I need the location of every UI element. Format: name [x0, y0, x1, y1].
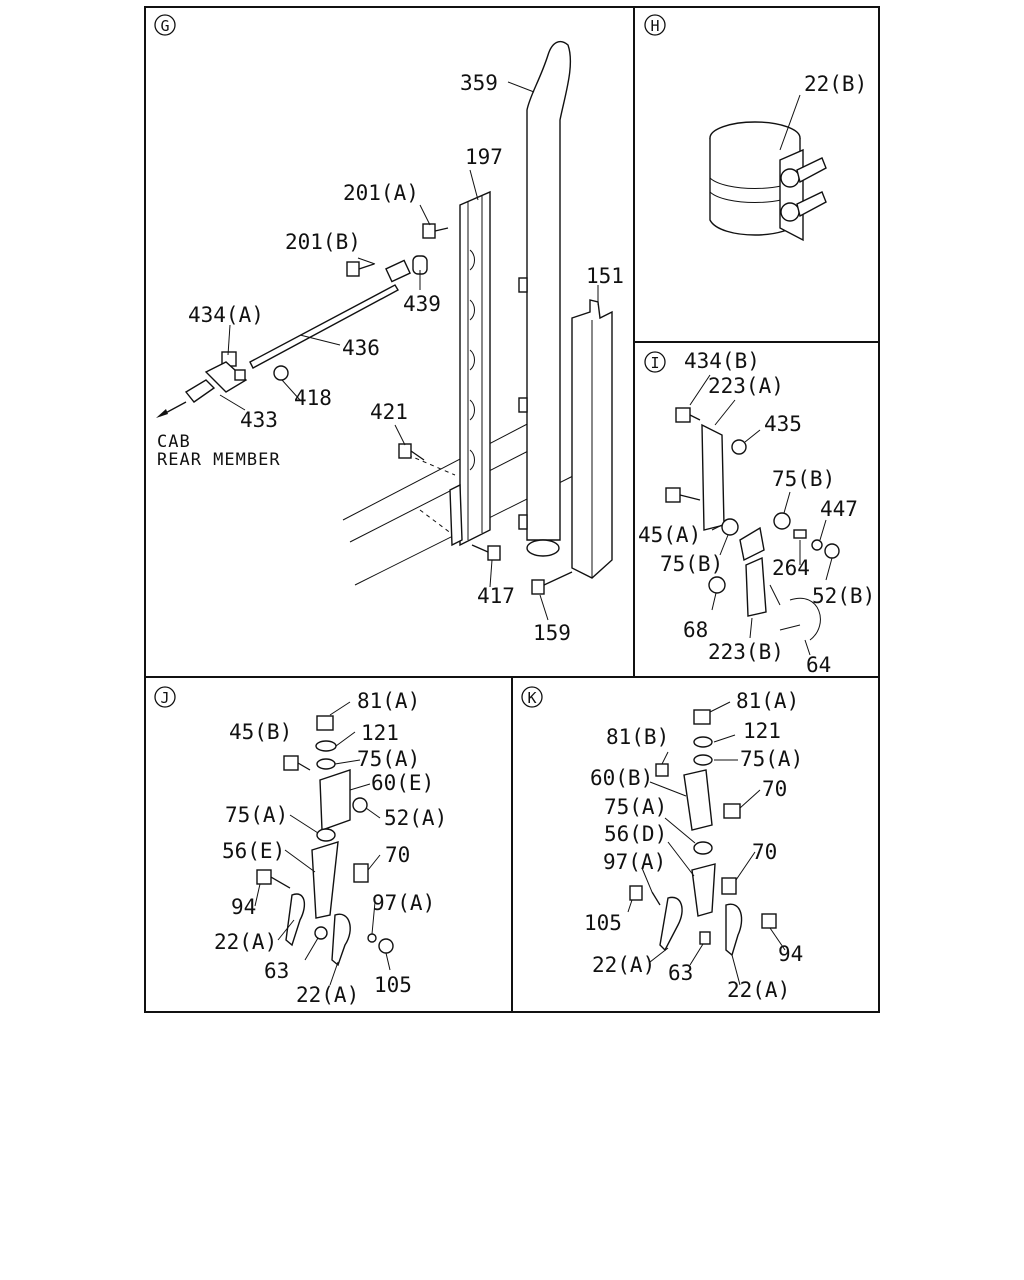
label-g-433: 433: [240, 408, 278, 432]
label-g-201a: 201(A): [343, 181, 419, 205]
panel-frames: [144, 6, 880, 1013]
label-i-223a: 223(A): [708, 374, 784, 398]
label-j-52a: 52(A): [384, 806, 447, 830]
label-i-68: 68: [683, 618, 708, 642]
label-k-81b: 81(B): [606, 725, 669, 749]
label-j-22a-left: 22(A): [214, 930, 277, 954]
label-j-45b: 45(B): [229, 720, 292, 744]
label-k-97a: 97(A): [603, 850, 666, 874]
svg-text:J: J: [160, 689, 169, 707]
label-k-22a-left: 22(A): [592, 953, 655, 977]
label-k-105: 105: [584, 911, 622, 935]
label-i-75b-bottom: 75(B): [660, 552, 723, 576]
label-k-56d: 56(D): [604, 822, 667, 846]
panel-k-drawing: [629, 709, 777, 957]
label-i-64: 64: [806, 653, 831, 677]
label-g-197: 197: [465, 145, 503, 169]
label-g-359: 359: [460, 71, 498, 95]
panel-g-drawing: [156, 40, 613, 595]
label-j-75a-mid: 75(A): [225, 803, 288, 827]
label-j-105: 105: [374, 973, 412, 997]
label-k-75a-mid: 75(A): [604, 795, 667, 819]
label-k-121: 121: [743, 719, 781, 743]
panel-g-labels: 359 197 201(A) 201(B) 439 151 434(A) 436…: [157, 71, 624, 645]
leader-lines: [219, 81, 833, 986]
label-k-75a-top: 75(A): [740, 747, 803, 771]
label-g-439: 439: [403, 292, 441, 316]
label-j-121: 121: [361, 721, 399, 745]
label-g-201b: 201(B): [285, 230, 361, 254]
svg-text:I: I: [650, 354, 659, 372]
panel-i-drawing: [665, 407, 840, 641]
svg-text:G: G: [160, 17, 169, 35]
label-k-70-top: 70: [762, 777, 787, 801]
label-j-63: 63: [264, 959, 289, 983]
label-k-60b: 60(B): [590, 766, 653, 790]
panel-k-labels: 81(A) 121 81(B) 75(A) 60(B) 70 75(A) 56(…: [584, 689, 803, 1002]
panel-h-drawing: [709, 121, 827, 242]
label-k-63: 63: [668, 961, 693, 985]
svg-text:H: H: [650, 17, 659, 35]
panel-h-labels: 22(B): [804, 72, 867, 96]
label-g-434a: 434(A): [188, 303, 264, 327]
label-g-417: 417: [477, 584, 515, 608]
label-g-159: 159: [533, 621, 571, 645]
panel-g-marker: G: [154, 14, 176, 36]
label-k-81a: 81(A): [736, 689, 799, 713]
label-i-434b: 434(B): [684, 349, 760, 373]
label-i-52b: 52(B): [812, 584, 875, 608]
label-i-223b: 223(B): [708, 640, 784, 664]
panel-h-marker: H: [644, 14, 666, 36]
label-i-435: 435: [764, 412, 802, 436]
label-k-94: 94: [778, 942, 803, 966]
svg-text:K: K: [527, 689, 536, 707]
label-k-70-mid: 70: [752, 840, 777, 864]
panel-j-drawing: [256, 715, 394, 967]
label-j-94: 94: [231, 895, 256, 919]
label-h-22b: 22(B): [804, 72, 867, 96]
label-j-97a: 97(A): [372, 891, 435, 915]
label-j-60e: 60(E): [371, 771, 434, 795]
label-j-75a-top: 75(A): [357, 747, 420, 771]
label-i-75b-top: 75(B): [772, 467, 835, 491]
note-cab: CAB: [157, 432, 191, 452]
label-i-447: 447: [820, 497, 858, 521]
panel-i-labels: 434(B) 223(A) 435 75(B) 447 45(A) 75(B) …: [638, 349, 875, 677]
label-g-436: 436: [342, 336, 380, 360]
panel-j-marker: J: [154, 686, 176, 708]
label-j-81a: 81(A): [357, 689, 420, 713]
label-g-151: 151: [586, 264, 624, 288]
label-j-56e: 56(E): [222, 839, 285, 863]
panel-k-marker: K: [521, 686, 543, 708]
label-k-22a-right: 22(A): [727, 978, 790, 1002]
label-g-418: 418: [294, 386, 332, 410]
label-i-264: 264: [772, 556, 810, 580]
label-g-421: 421: [370, 400, 408, 424]
label-i-45a: 45(A): [638, 523, 701, 547]
label-j-22a-bottom: 22(A): [296, 983, 359, 1007]
note-rear-member: REAR MEMBER: [157, 450, 281, 470]
panel-j-labels: 81(A) 121 45(B) 75(A) 60(E) 52(A) 75(A) …: [214, 689, 447, 1007]
label-j-70: 70: [385, 843, 410, 867]
panel-i-marker: I: [644, 351, 666, 373]
